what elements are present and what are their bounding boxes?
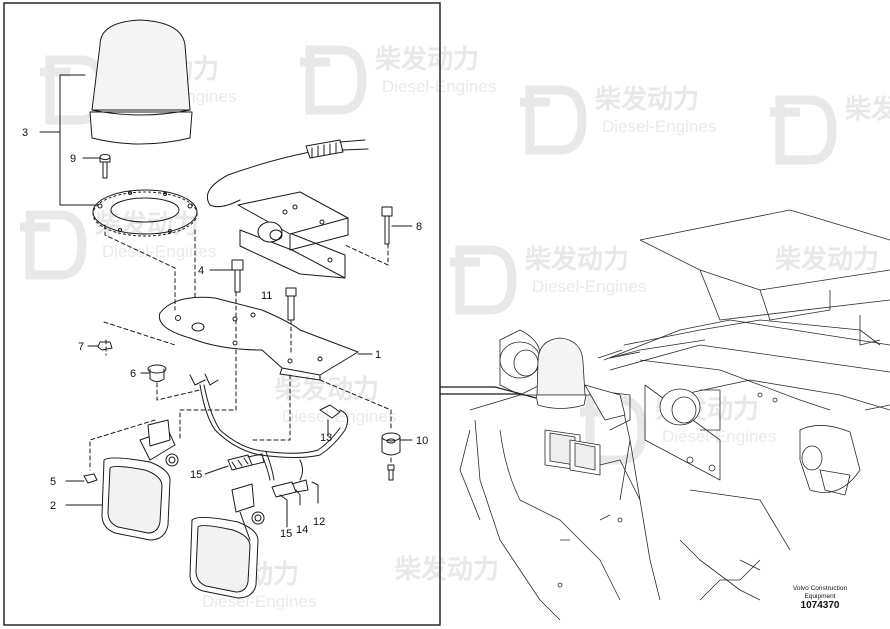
watermark-en: Diesel-Engines — [382, 77, 496, 96]
mounting-plate-1 — [158, 296, 359, 381]
callout-15-upper: 15 — [190, 469, 202, 481]
nut-5 — [83, 473, 98, 484]
wiring-harness — [189, 373, 349, 481]
callout-3: 3 — [22, 127, 28, 139]
watermark-cn: 柴发动力 — [274, 374, 379, 405]
callout-8: 8 — [416, 221, 422, 233]
watermark-en: Diesel-Engines — [102, 242, 216, 261]
manufacturer-caption: Volvo Construction Equipment — [775, 585, 865, 601]
watermark-en: Diesel-Engines — [662, 427, 776, 446]
watermark-cn: 柴发动力 — [524, 244, 629, 275]
work-lamp-2 — [101, 419, 179, 541]
connector-15-upper — [227, 453, 265, 471]
callout-1: 1 — [375, 349, 381, 361]
watermark-cn: 柴发动力 — [594, 84, 699, 115]
mounting-ring — [92, 189, 198, 237]
watermark-en: Diesel-Engines — [282, 407, 396, 426]
spacer-10 — [381, 432, 401, 456]
callout-14: 14 — [296, 524, 308, 536]
bolt-8 — [381, 206, 393, 245]
watermark-cn: 柴发动力 — [374, 44, 479, 75]
callout-4: 4 — [198, 265, 204, 277]
manufacturer-line-2: Equipment — [804, 593, 836, 600]
screw-9 — [99, 154, 111, 179]
bolt-4 — [231, 259, 244, 293]
beacon-cable — [206, 151, 311, 208]
callout-15-lower: 15 — [280, 528, 292, 540]
callout-12: 12 — [313, 516, 325, 528]
watermark-cn: 柴发动力 — [94, 209, 199, 240]
lamp-bracket-11 — [237, 191, 349, 279]
callout-11: 11 — [261, 290, 272, 302]
zoom-leader — [440, 386, 537, 399]
watermark-cn: 柴发动力 — [394, 554, 499, 585]
watermark-cn: 柴发动力 — [774, 244, 879, 275]
callout-labels: 3 9 8 4 11 7 1 6 13 10 15 5 2 12 14 15 — [22, 127, 428, 540]
rotating-beacon — [89, 19, 193, 145]
connector-15-lower — [271, 479, 309, 498]
callout-7: 7 — [78, 341, 84, 353]
manufacturer-line-1: Volvo Construction — [792, 585, 848, 592]
watermark-en: Diesel-Engines — [202, 592, 316, 611]
callout-10: 10 — [416, 435, 428, 447]
detail-frame — [3, 2, 441, 626]
callout-2: 2 — [50, 500, 56, 512]
callout-13: 13 — [320, 432, 332, 444]
callout-5: 5 — [50, 476, 56, 488]
nut-7 — [97, 341, 113, 351]
document-number: 1074370 — [800, 600, 840, 611]
assembly-lines — [89, 224, 392, 471]
watermark-cn: 柴发动力 — [844, 94, 890, 125]
work-lamp-lower — [189, 483, 265, 599]
bracket-3 — [39, 74, 96, 206]
callout-6: 6 — [130, 368, 136, 380]
watermark-en: Diesel-Engines — [602, 117, 716, 136]
watermark-en: Diesel-Engines — [532, 277, 646, 296]
grommet-6 — [147, 364, 167, 382]
callout-9: 9 — [70, 153, 76, 165]
machine-context-view — [459, 209, 890, 621]
